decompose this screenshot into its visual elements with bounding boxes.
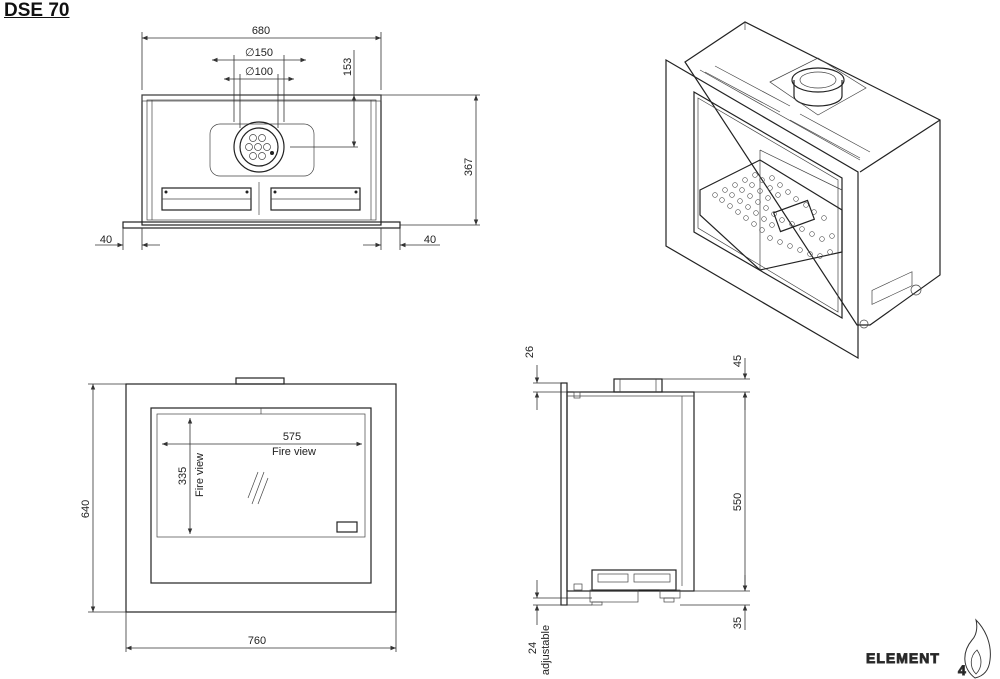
page-title: DSE 70 (4, 0, 70, 21)
front-height-label: 640 (80, 500, 92, 518)
side-base-height-label: 35 (732, 617, 744, 629)
isometric-grate (699, 159, 843, 271)
flue-outer-circle (233, 121, 285, 173)
fire-view-width-label: 575 (283, 431, 301, 443)
top-view-flue-plate (209, 123, 315, 177)
fire-view-height-caption: Fire view (194, 453, 206, 497)
brand-name: ELEMENT (866, 650, 940, 666)
front-width-label: 760 (248, 635, 266, 647)
flue-holes (245, 134, 274, 160)
fire-view-height-label: 335 (177, 467, 189, 485)
side-feet-caption: adjustable (540, 625, 552, 675)
flue-outer-diameter-label: ∅150 (245, 47, 273, 59)
front-view: 575 Fire view 335 Fire view 640 760 (80, 377, 397, 652)
front-handle (336, 521, 358, 533)
top-view-body (141, 94, 382, 226)
front-flue-collar (235, 377, 285, 385)
top-view: 680 ∅150 ∅100 153 367 40 40 (95, 25, 480, 250)
side-body (566, 391, 695, 592)
flue-inner-diameter-label: ∅100 (245, 66, 273, 78)
top-view-top-lip (141, 94, 382, 102)
top-view-inner-outline (146, 99, 377, 221)
side-view: 26 45 550 35 24 adjustable (524, 346, 750, 675)
side-flue-height-label: 45 (732, 355, 744, 367)
front-frame-outer (125, 383, 397, 613)
flange-left-label: 40 (100, 234, 112, 246)
isometric-view (665, 21, 941, 360)
side-body-height-label: 550 (732, 493, 744, 511)
brand-digit: 4 (958, 662, 966, 678)
flue-inner-circle (239, 127, 279, 167)
flange-right-label: 40 (424, 234, 436, 246)
depth-label: 367 (463, 158, 475, 176)
fire-view-width-caption: Fire view (272, 446, 316, 458)
flue-offset-label: 153 (342, 58, 354, 76)
side-top-offset-label: 26 (524, 346, 536, 358)
brand-logo: ELEMENT 4 (866, 618, 991, 679)
top-width-label: 680 (252, 25, 270, 37)
side-feet-label: 24 (527, 642, 539, 654)
side-front-plate (560, 382, 568, 606)
side-flue (613, 378, 663, 393)
